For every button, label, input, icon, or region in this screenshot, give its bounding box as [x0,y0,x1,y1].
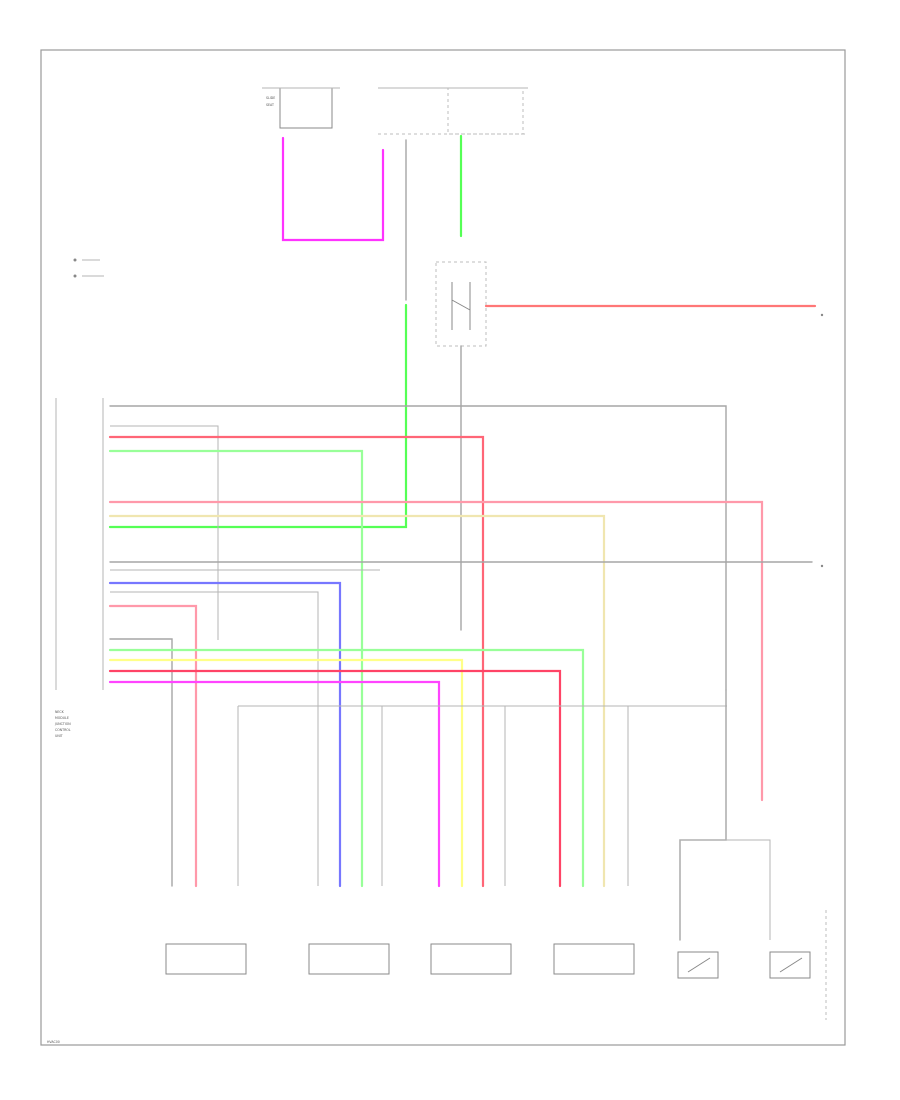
svg-text:CONTROL: CONTROL [55,728,71,732]
wire-pink-top-loop [281,136,385,242]
wire-light-red-long [108,500,764,742]
relay-switch-icon [435,261,487,347]
seat-heater-rear-right [553,943,635,975]
wire-right-bus [680,839,771,940]
terminal-dot-icon [820,313,824,317]
wire-light-green-harness [108,449,364,888]
main-connector: NECK MODULE JUNCTION CONTROL UNIT [54,398,104,738]
svg-text:NECK: NECK [55,710,65,714]
legend [73,258,104,278]
seat-heater-rear-left [430,943,512,975]
wire-red-lower [108,669,562,888]
seat-heater-front-left [165,943,247,975]
wire-pink-harness [108,680,441,888]
wire-light-red-harness [108,604,198,888]
wire-light-thin [110,425,219,640]
seat-sensor-right [769,951,811,979]
diagram-frame [40,49,846,1046]
wire-green-main [108,303,408,529]
seat-heater-front-right [308,943,390,975]
top-right-component [378,87,528,135]
wire-blue-harness [108,581,342,888]
wire-grey-right-drop [679,689,727,941]
wire-thin-lower [110,591,319,886]
svg-text:UNIT: UNIT [55,734,63,738]
terminal-dot-icon [820,564,824,568]
svg-text:SEAT: SEAT [266,103,274,107]
wire-green-lower [108,648,585,888]
top-left-component: SLIDE SEAT [262,87,340,129]
image-label: HVAC00 [47,1040,60,1044]
svg-text:JUNCTION: JUNCTION [54,722,71,726]
wire-yellow-harness [108,658,464,888]
wire-tan-harness [108,514,606,888]
wire-red-harness [108,435,485,888]
svg-text:MODULE: MODULE [55,716,69,720]
svg-text:SLIDE: SLIDE [266,96,275,100]
wire-grey-top-harness [109,405,727,691]
seat-sensor-left [677,951,719,979]
wire-dark-harness [109,638,173,887]
